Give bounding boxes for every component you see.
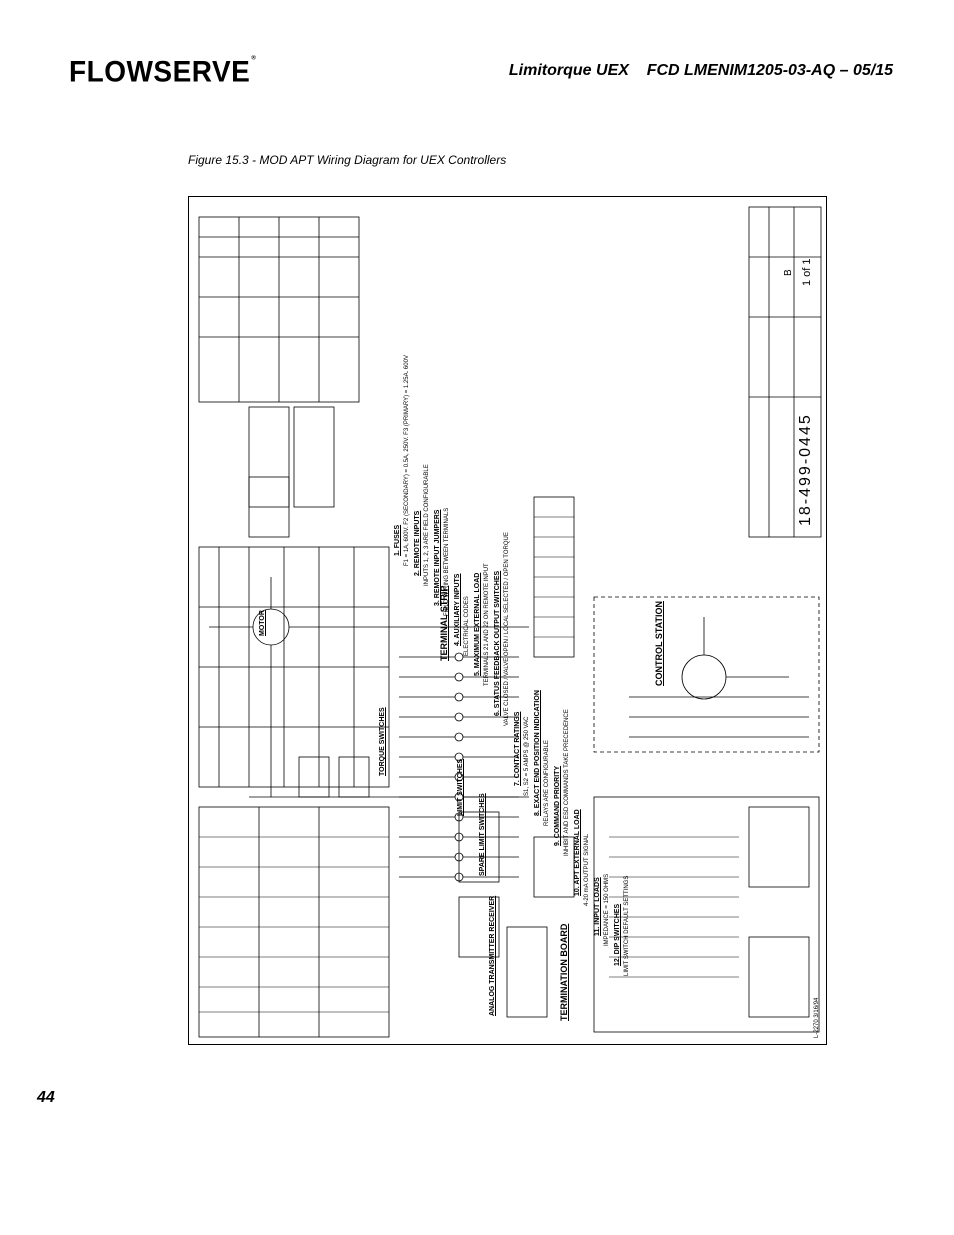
label-motor: MOTOR [259, 610, 266, 636]
note-title: 4. AUXILIARY INPUTS [454, 573, 461, 646]
note-title: 11. INPUT LOADS [594, 877, 601, 936]
drawing-number: 18-499-0445 [797, 413, 814, 526]
form-number: L-2270 3/16/94 [814, 997, 820, 1038]
label-spare-limit-switches: SPARE LIMIT SWITCHES [479, 793, 486, 876]
label-control-station: CONTROL STATION [654, 601, 664, 686]
note-title: 10. APT EXTERNAL LOAD [574, 809, 581, 896]
wiring-diagram-drawing [198, 206, 822, 1038]
note-body: RELAYS ARE CONFIGURABLE [544, 740, 550, 826]
termination-board-box [593, 796, 820, 1033]
note-title: 3. REMOTE INPUT JUMPERS [434, 509, 441, 606]
revision-letter: B [783, 269, 794, 276]
note-title: 1. FUSES [394, 524, 401, 556]
note-title: 9. COMMAND PRIORITY [554, 765, 561, 846]
note-body: F1 = 1A, 600V. F2 (SECONDARY) = 0.5A, 25… [404, 355, 410, 566]
flowserve-logo: FLOWSERVE® [69, 55, 256, 89]
note-body: 4-20 mA OUTPUT SIGNAL [584, 833, 590, 906]
sheet-number: 1 of 1 [801, 258, 813, 286]
note-title: 5. MAXIMUM EXTERNAL LOAD [474, 572, 481, 676]
note-body: FIELD WIRING BETWEEN TERMINALS [444, 507, 450, 616]
rotated-diagram-text: TERMINAL STRIP TERMINATION BOARD CONTROL… [189, 197, 826, 1044]
note-body: VALVE CLOSED / VALVE OPEN / LOCAL SELECT… [504, 532, 510, 726]
label-termination-board: TERMINATION BOARD [559, 923, 569, 1021]
note-body: ELECTRICAL CODES [464, 596, 470, 656]
internal-supply-24vdc [293, 406, 335, 508]
note-title: 2. REMOTE INPUTS [414, 510, 421, 576]
note-body: LIMIT SWITCH DEFAULT SETTINGS [624, 875, 630, 976]
note-body: S1, S2 = 5 AMPS @ 250 VAC [524, 716, 530, 796]
figure-caption: Figure 15.3 - MOD APT Wiring Diagram for… [188, 153, 507, 167]
title-block [748, 206, 822, 538]
label-analog-transmitter: ANALOG TRANSMITTER RECEIVER [489, 895, 496, 1016]
note-title: 12. DIP SWITCHES [614, 903, 621, 966]
note-body: INHIBIT AND ESD COMMANDS TAKE PRECEDENCE [564, 709, 570, 856]
logo-text: FLOWSERVE [69, 55, 251, 88]
note-body: INPUTS 1, 2, 3 ARE FIELD CONFIGURABLE [424, 464, 430, 586]
note-title: 6. STATUS FEEDBACK OUTPUT SWITCHES [494, 570, 501, 716]
note-body: TERMINALS 21 AND 22 ON REMOTE INPUT [484, 563, 490, 686]
logo-registered-mark: ® [251, 55, 256, 62]
note-title: 7. CONTACT RATINGS [514, 711, 521, 786]
label-limit-switches: LIMIT SWITCHES [457, 758, 464, 816]
label-torque-switches: TORQUE SWITCHES [379, 707, 386, 776]
note-body: IMPEDANCE = 150 OHMS [604, 873, 610, 946]
control-station-box [593, 596, 820, 753]
document-header-title: Limitorque UEX FCD LMENIM1205-03-AQ – 05… [508, 62, 893, 79]
page-number: 44 [37, 1089, 55, 1106]
internal-supply-120vac [248, 406, 290, 508]
note-title: 8. EXACT END POSITION INDICATION [534, 690, 541, 816]
wiring-diagram: TERMINAL STRIP TERMINATION BOARD CONTROL… [188, 196, 827, 1045]
